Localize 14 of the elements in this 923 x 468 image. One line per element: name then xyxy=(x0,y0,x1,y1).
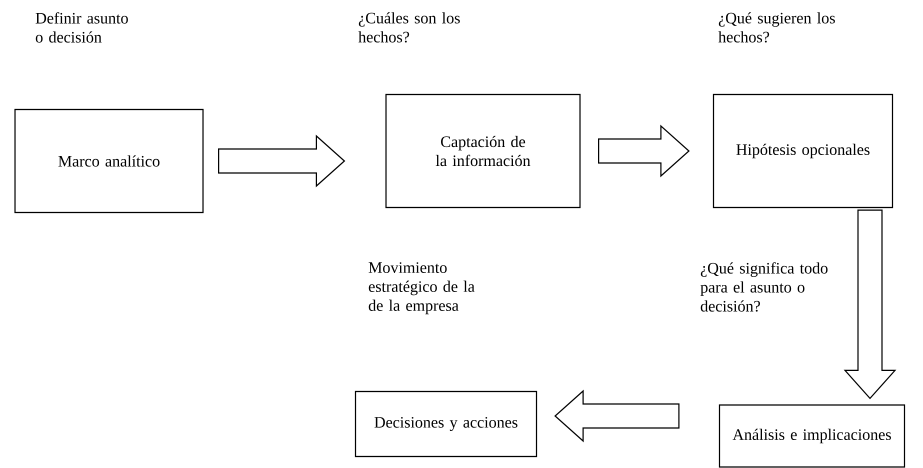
block-arrow xyxy=(598,124,690,178)
process-box: Captación de la información xyxy=(385,94,581,208)
question-text: ¿Qué significa todo para el asunto o decisión? xyxy=(700,262,828,312)
process-box: Decisiones y acciones xyxy=(354,390,538,458)
process-box: Marco analítico xyxy=(14,108,204,214)
question-text: ¿Qué sugieren los hechos? xyxy=(718,12,835,43)
question-text: Movimiento estratégico de la de la empresa xyxy=(368,262,475,314)
block-arrow xyxy=(844,210,896,400)
block-arrow xyxy=(218,134,346,188)
question-text: ¿Cuáles son los hechos? xyxy=(358,12,460,43)
process-box: Hipótesis opcionales xyxy=(712,94,894,208)
process-box: Análisis e implicaciones xyxy=(718,404,906,468)
block-arrow xyxy=(554,390,680,442)
question-text: Definir asunto o decisión xyxy=(36,12,128,43)
